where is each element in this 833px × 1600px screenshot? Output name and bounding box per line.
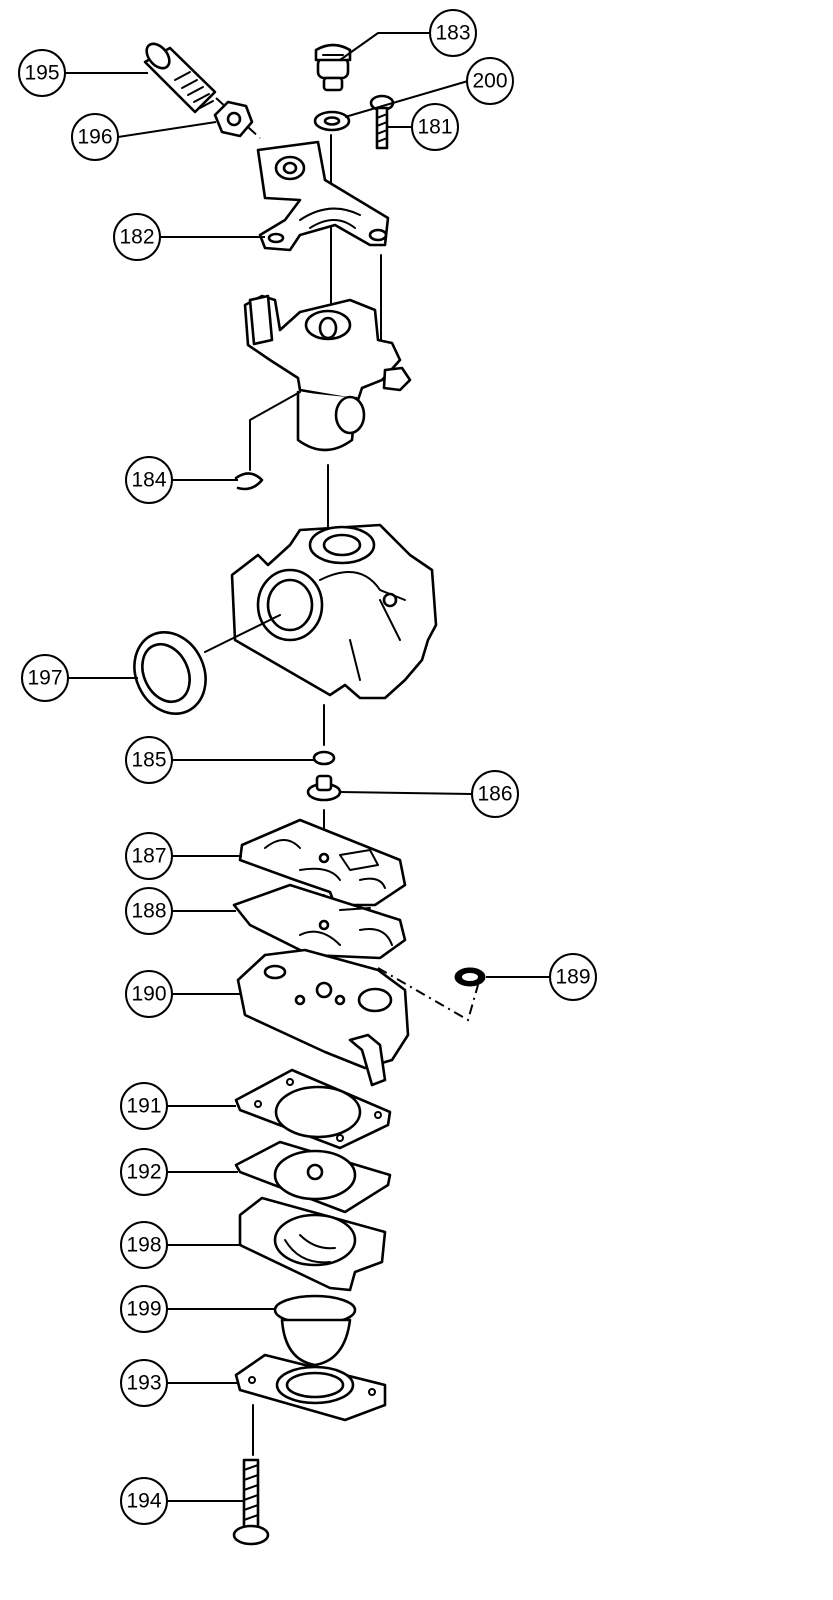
label-184: 184	[131, 469, 166, 492]
label-185: 185	[131, 749, 166, 772]
label-192: 192	[126, 1161, 161, 1184]
label-186: 186	[477, 783, 512, 806]
label-197: 197	[27, 667, 62, 690]
callout-188: 188	[125, 887, 173, 935]
part-200-washer	[313, 110, 351, 132]
callout-185: 185	[125, 736, 173, 784]
part-carburetor-body	[204, 523, 438, 700]
label-200: 200	[472, 70, 507, 93]
callout-199: 199	[120, 1285, 168, 1333]
part-191-gasket	[234, 1068, 392, 1150]
part-184-clip	[234, 472, 264, 491]
label-191: 191	[126, 1095, 161, 1118]
label-193: 193	[126, 1372, 161, 1395]
part-186-valve-seat	[306, 774, 342, 802]
callout-182: 182	[113, 213, 161, 261]
callout-195: 195	[18, 49, 66, 97]
label-199: 199	[126, 1298, 161, 1321]
callout-194: 194	[120, 1477, 168, 1525]
callout-200: 200	[466, 57, 514, 105]
part-195-adjusting-screw	[143, 42, 217, 114]
callout-197: 197	[21, 654, 69, 702]
part-188-gasket	[232, 883, 407, 960]
label-189: 189	[555, 966, 590, 989]
part-189-filter-screen	[454, 967, 486, 987]
label-183: 183	[435, 22, 470, 45]
part-190-pump-body	[236, 948, 410, 1087]
leader-lines	[64, 32, 550, 1502]
part-194-long-screw	[232, 1458, 270, 1546]
part-199-primer-bulb	[273, 1294, 357, 1367]
part-196-nut	[213, 100, 254, 138]
label-198: 198	[126, 1234, 161, 1257]
callout-183: 183	[429, 9, 477, 57]
callout-184: 184	[125, 456, 173, 504]
label-188: 188	[131, 900, 166, 923]
part-198-cover	[238, 1196, 387, 1292]
label-182: 182	[119, 226, 154, 249]
part-185-o-ring	[312, 750, 336, 766]
callout-193: 193	[120, 1359, 168, 1407]
part-193-retainer-plate	[234, 1353, 387, 1422]
part-187-gasket	[238, 818, 407, 907]
callout-196: 196	[71, 113, 119, 161]
part-192-diaphragm	[234, 1140, 392, 1214]
callout-187: 187	[125, 832, 173, 880]
label-195: 195	[24, 62, 59, 85]
part-throttle-assembly	[243, 294, 412, 471]
label-194: 194	[126, 1490, 161, 1513]
callout-198: 198	[120, 1221, 168, 1269]
callout-181: 181	[411, 103, 459, 151]
callout-191: 191	[120, 1082, 168, 1130]
callout-190: 190	[125, 970, 173, 1018]
label-181: 181	[417, 116, 452, 139]
label-196: 196	[77, 126, 112, 149]
part-182-lever	[256, 140, 390, 252]
callout-189: 189	[549, 953, 597, 1001]
part-197-seal-ring	[133, 631, 207, 715]
label-187: 187	[131, 845, 166, 868]
label-190: 190	[131, 983, 166, 1006]
part-183-screw	[314, 43, 352, 92]
callout-186: 186	[471, 770, 519, 818]
callout-192: 192	[120, 1148, 168, 1196]
